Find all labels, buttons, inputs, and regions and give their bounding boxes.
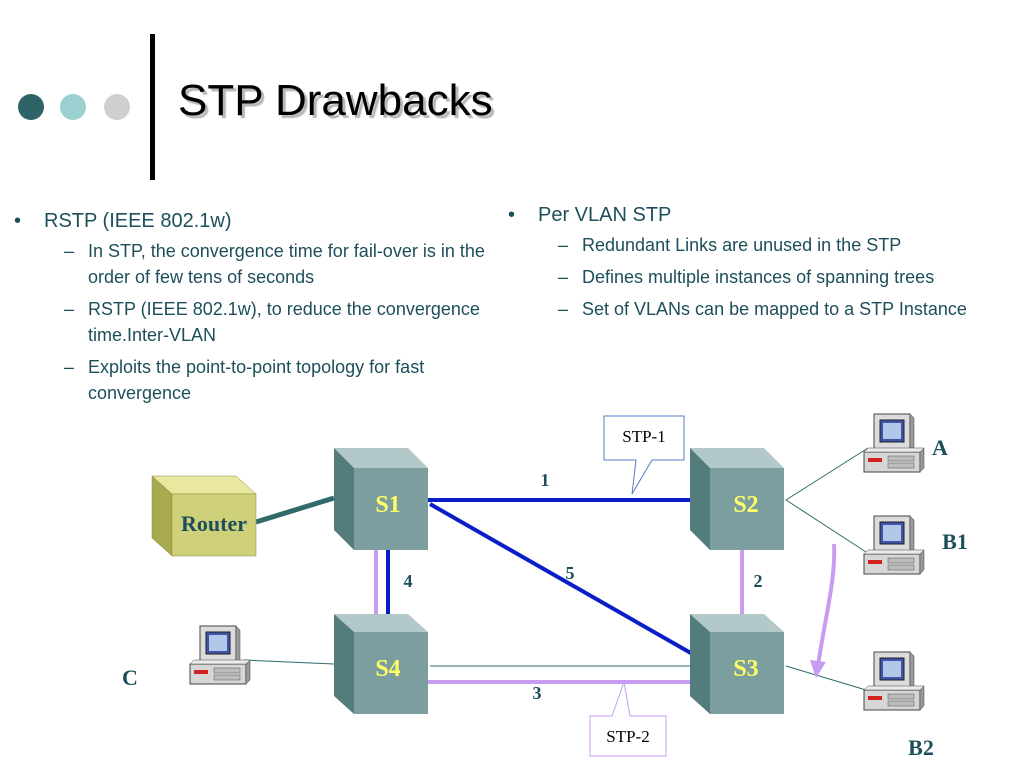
link-label-4: 4 [404,571,413,591]
cable-s3-b2 [785,665,867,691]
switch-s4: S4 [334,614,428,714]
dash-mark: – [558,299,569,319]
dash-mark: – [64,299,75,319]
right-column: • Per VLAN STP – Redundant Links are unu… [500,202,1010,328]
host-label-b2: B2 [908,735,934,760]
right-subitem-text: Set of VLANs can be mapped to a STP Inst… [582,299,967,319]
dash-mark: – [64,241,75,261]
callout-label: STP-1 [622,427,665,446]
reroute-arrow [816,543,837,667]
bullet-mark: • [14,210,22,232]
callout-stp2: STP-2 [589,680,667,757]
decor-dot-dark [18,94,44,120]
left-subitem: – RSTP (IEEE 802.1w), to reduce the conv… [6,296,490,348]
cable-s2-a [785,447,869,501]
right-subitem-text: Defines multiple instances of spanning t… [582,267,935,287]
dash-mark: – [64,357,75,377]
switch-label: S3 [733,656,758,682]
host-label-c: C [122,665,138,690]
cable-s2-b1 [785,499,867,553]
callout-label: STP-2 [606,727,649,746]
bullet-mark: • [508,204,516,226]
switch-label: S1 [375,492,400,518]
left-column: • RSTP (IEEE 802.1w) – In STP, the conve… [6,208,490,412]
right-subitem-text: Redundant Links are unused in the STP [582,235,902,255]
callout-stp1: STP-1 [603,415,685,495]
left-subitem-text: In STP, the convergence time for fail-ov… [88,241,485,287]
left-bullet: • RSTP (IEEE 802.1w) [6,208,490,234]
link-label-3: 3 [533,683,542,703]
right-subitem: – Redundant Links are unused in the STP [500,232,1010,258]
link-label-2: 2 [754,571,763,591]
left-subitem: – In STP, the convergence time for fail-… [6,238,490,290]
left-subitem-text: RSTP (IEEE 802.1w), to reduce the conver… [88,299,480,345]
stp1-link-5 [429,502,711,666]
switch-label: S2 [733,492,758,518]
right-subitem: – Set of VLANs can be mapped to a STP In… [500,296,1010,322]
switch-s1: S1 [334,448,428,550]
link-label-5: 5 [566,563,575,583]
reroute-arrowhead [810,660,826,678]
right-bullet-text: Per VLAN STP [538,204,672,226]
dash-mark: – [558,267,569,287]
router: Router [151,475,257,557]
right-bullet: • Per VLAN STP [500,202,1010,228]
router-label: Router [181,511,247,536]
switch-s2: S2 [690,448,784,550]
computer-icon [863,515,925,575]
computer-icon [863,413,925,473]
link-label-1: 1 [541,470,550,490]
left-subitem-text: Exploits the point-to-point topology for… [88,357,425,403]
router-uplink [255,495,335,525]
switch-s3: S3 [690,614,784,714]
host-label-a: A [932,435,948,460]
decor-dot-grey [104,94,130,120]
host-label-b1: B1 [942,529,968,554]
right-subitem: – Defines multiple instances of spanning… [500,264,1010,290]
switch-label: S4 [375,656,400,682]
computer-icon [863,651,925,711]
computer-icon [189,625,251,685]
left-bullet-text: RSTP (IEEE 802.1w) [44,210,232,232]
left-subitem: – Exploits the point-to-point topology f… [6,354,490,406]
slide-title: STP Drawbacks [178,76,493,125]
decor-dot-light [60,94,86,120]
cable-c-s4 [243,659,335,665]
dash-mark: – [558,235,569,255]
title-divider [150,34,155,180]
